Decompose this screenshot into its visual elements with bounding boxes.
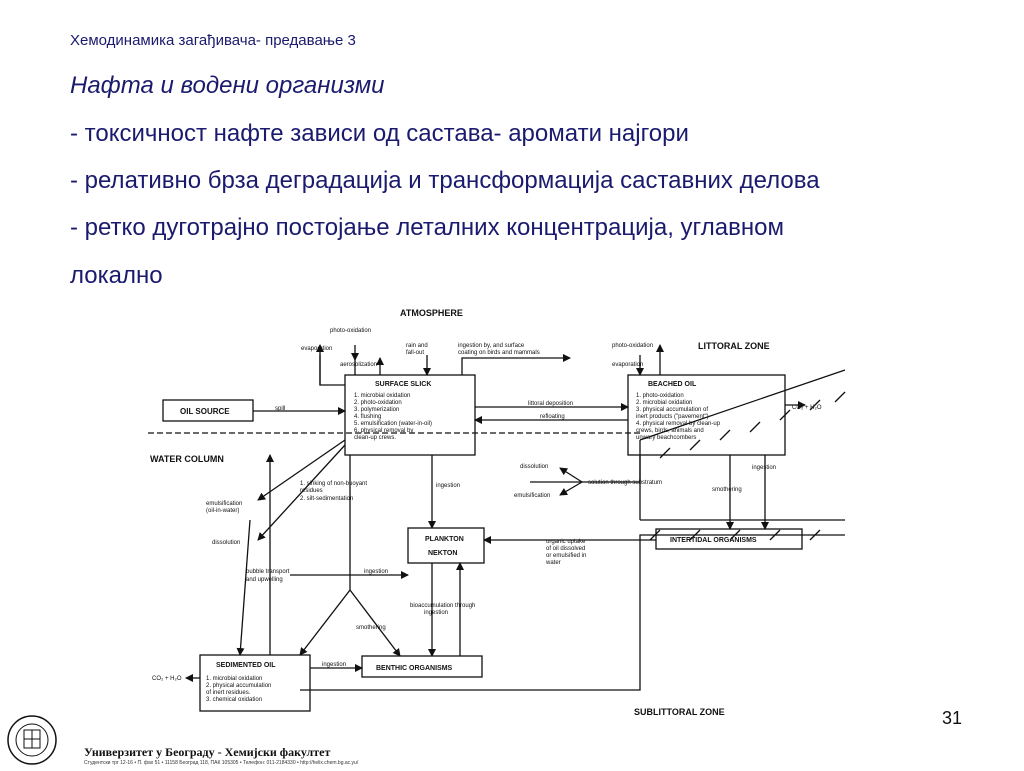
surface-slick-title: SURFACE SLICK xyxy=(375,381,431,388)
surface-slick-item: 5. emulsification (water-in-oil) xyxy=(354,421,432,427)
label-ingestion-surface: coating on birds and mammals xyxy=(458,350,540,356)
beached-oil-item: 2. microbial oxidation xyxy=(636,400,692,406)
label-organic-uptake: of oil dissolved xyxy=(546,546,585,552)
surface-slick-item: 4. flushing xyxy=(354,414,381,420)
sedimented-oil-item: of inert residues. xyxy=(206,690,251,696)
sedimented-oil-title: SEDIMENTED OIL xyxy=(216,662,276,669)
label-solution-substratum: solution through substratum xyxy=(588,480,662,486)
sedimented-oil-item: 1. microbial oxidation xyxy=(206,676,262,682)
plankton-label: PLANKTON xyxy=(425,536,464,543)
label-ingestion-mid: ingestion xyxy=(436,483,460,489)
label-organic-uptake: organic uptake xyxy=(546,539,586,545)
zone-atmosphere: ATMOSPHERE xyxy=(400,308,463,318)
label-smothering-low: smothering xyxy=(356,625,386,631)
label-bubble-transport: and upwelling xyxy=(246,577,283,583)
label-fallout: fall-out xyxy=(406,350,424,356)
label-bioaccumulation: ingestion xyxy=(424,610,448,616)
label-emulsification-left: (oil-in-water) xyxy=(206,508,239,514)
label-littoral-deposition: littoral deposition xyxy=(528,401,573,407)
surface-slick-item: 3. polymerization xyxy=(354,407,399,413)
bullet-3: - ретко дуготрајно постојање леталних ко… xyxy=(70,214,784,241)
label-co2-right: CO₂ + H₂O xyxy=(792,405,822,411)
label-aerosolization: aerosolization xyxy=(340,362,377,368)
label-dissolution-left: dissolution xyxy=(212,540,240,546)
beached-oil-item: unwary beachcombers xyxy=(636,435,696,441)
label-emulsification-left: emulsification xyxy=(206,501,242,507)
sedimented-oil-item: 3. chemical oxidation xyxy=(206,697,262,703)
oil-fate-diagram: ATMOSPHERE LITTORAL ZONE WATER COLUMN SU… xyxy=(140,300,850,725)
bullet-2: - релативно брза деградација и трансформ… xyxy=(70,167,820,194)
sea-floor xyxy=(300,534,845,691)
beached-oil-item: 4. physical removal by clean-up xyxy=(636,421,721,427)
nekton-label: NEKTON xyxy=(428,550,457,557)
sedimented-oil-item: 2. physical accumulation xyxy=(206,683,271,689)
label-sinking: residues xyxy=(300,488,323,494)
slide-header: Хемодинамика загађивача- предавање 3 xyxy=(70,32,356,49)
label-dissolution-mid: dissolution xyxy=(520,464,548,470)
arrow-dissolution-left xyxy=(257,444,346,541)
surface-slick-item: 1. microbial oxidation xyxy=(354,393,410,399)
label-bioaccumulation: bioaccumulation through xyxy=(410,603,475,609)
label-organic-uptake: or emulsified in xyxy=(546,553,586,559)
surface-slick-item: clean-up crews. xyxy=(354,435,396,441)
oil-source-label: OIL SOURCE xyxy=(180,407,230,416)
arrow-emulsification-mid xyxy=(559,481,583,496)
arrow-ingestion-surface xyxy=(461,354,571,375)
surface-slick-item: 6. physical removal by xyxy=(354,428,413,434)
sedimented-oil-box xyxy=(199,654,311,712)
intertidal-label: INTERTIDAL ORGANISMS xyxy=(670,537,757,544)
label-bubble-transport: bubble transport xyxy=(246,569,290,575)
zone-water-column: WATER COLUMN xyxy=(150,454,224,464)
bullet-1: - токсичност нафте зависи од састава- ар… xyxy=(70,120,689,147)
beached-oil-item: inert products ("pavement") xyxy=(636,414,709,420)
label-photo-oxidation: photo-oxidation xyxy=(330,328,371,334)
arrow-solution-line xyxy=(530,455,641,483)
label-ingestion-low: ingestion xyxy=(364,569,388,575)
arrow-to-sediment xyxy=(236,519,251,656)
zone-sublittoral: SUBLITTORAL ZONE xyxy=(634,707,725,717)
beached-oil-item: crews, birds, animals and xyxy=(636,428,704,434)
label-smothering-right: smothering xyxy=(712,487,742,493)
floor-hatching xyxy=(649,529,821,541)
zone-littoral: LITTORAL ZONE xyxy=(698,341,770,351)
label-sinking: 1. sinking of non-buoyant xyxy=(300,481,367,487)
label-ingestion-right: ingestion xyxy=(752,465,776,471)
arrow-evaporation-line xyxy=(319,355,345,386)
footer-university: Универзитет у Београду - Хемијски факулт… xyxy=(84,745,331,759)
label-evaporation-2: evaporation xyxy=(612,362,643,368)
label-ingestion-surface: ingestion by, and surface xyxy=(458,343,525,349)
arrow-emulsification-left xyxy=(257,439,346,501)
label-emulsification-mid: emulsification xyxy=(514,493,550,499)
label-photo-oxidation-2: photo-oxidation xyxy=(612,343,653,349)
label-sinking: 2. silt-sedimentation xyxy=(300,496,353,502)
arrow-dissolution-mid xyxy=(559,467,583,483)
university-seal-icon xyxy=(2,712,62,766)
footer-address: Студентски трг 12-16 • П. фах 51 • 11158… xyxy=(84,760,359,766)
beached-oil-item: 1. photo-oxidation xyxy=(636,393,684,399)
benthic-label: BENTHIC ORGANISMS xyxy=(376,665,453,672)
beached-oil-title: BEACHED OIL xyxy=(648,381,697,388)
surface-slick-item: 2. photo-oxidation xyxy=(354,400,402,406)
bullet-4: локално xyxy=(70,262,163,289)
label-co2-left: CO₂ + H₂O xyxy=(152,676,182,682)
label-organic-uptake: water xyxy=(545,560,561,566)
beached-oil-item: 3. physical accumulation of xyxy=(636,407,708,413)
page-number: 31 xyxy=(941,708,962,728)
label-rain: rain and xyxy=(406,343,428,349)
surface-slick-box xyxy=(344,374,476,456)
label-evaporation: evaporation xyxy=(301,346,332,352)
arrow-smothering-low xyxy=(349,589,401,657)
slide-title: Нафта и водени организми xyxy=(70,72,385,99)
label-ingestion-bottom: ingestion xyxy=(322,662,346,668)
plankton-nekton-box xyxy=(407,527,485,564)
label-spill: spill xyxy=(275,406,285,412)
beached-oil-box xyxy=(627,374,786,456)
label-refloating: refloating xyxy=(540,414,565,420)
